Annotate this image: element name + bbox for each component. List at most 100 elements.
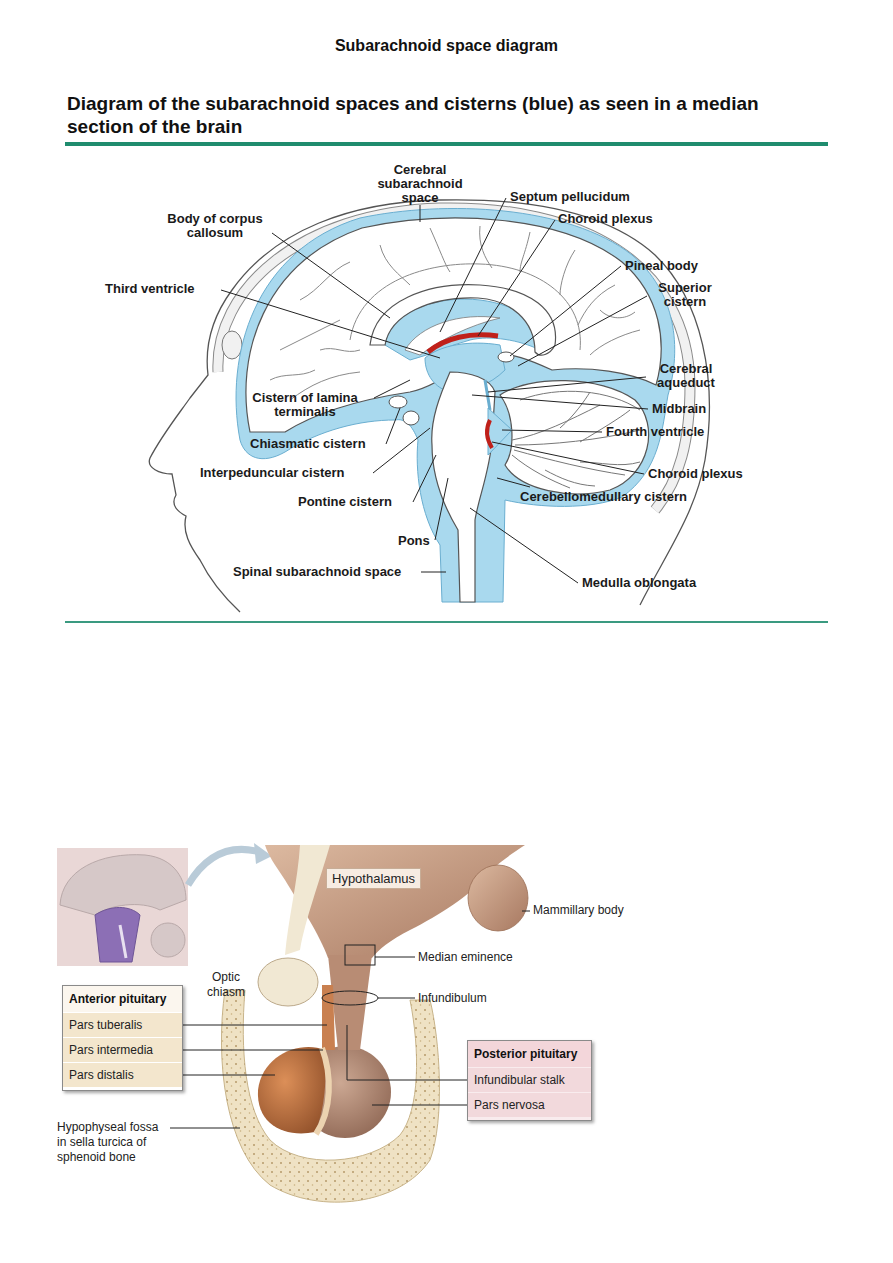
leader-line <box>386 408 400 444</box>
anatomy-label: Choroid plexus <box>648 467 743 481</box>
brain-illustration <box>428 335 498 352</box>
label-text: Pons <box>398 533 430 548</box>
part-name: Pars tuberalis <box>69 1018 142 1032</box>
brain-illustration <box>600 310 635 318</box>
leader-line <box>492 442 644 474</box>
leader-line <box>272 233 390 318</box>
leader-line <box>372 1105 467 1106</box>
anatomy-label: Midbrain <box>652 402 706 416</box>
leader-line <box>472 395 648 409</box>
label-text: Choroid plexus <box>558 211 653 226</box>
brain-illustration <box>560 250 575 295</box>
leader-line <box>413 455 436 502</box>
pituitary-illustration <box>322 985 335 1050</box>
leader-line <box>221 290 440 358</box>
green-rule <box>65 142 828 146</box>
anatomy-label: Pineal body <box>625 259 698 273</box>
anatomy-label: Chiasmatic cistern <box>250 437 366 451</box>
brain-illustration <box>149 200 709 612</box>
anatomy-label: Fourth ventricle <box>606 425 704 439</box>
table-heading: Anterior pituitary <box>63 986 182 1012</box>
label-text: Third ventricle <box>105 281 195 296</box>
label-text: Mammillary body <box>533 903 624 917</box>
part-name: Pars nervosa <box>474 1098 545 1112</box>
brain-illustration <box>512 405 600 440</box>
pituitary-illustration <box>57 848 188 966</box>
leader-line <box>347 1025 467 1080</box>
pituitary-illustration <box>316 1048 329 1134</box>
pituitary-illustration <box>468 865 528 931</box>
label-text: Infundibulum <box>418 991 487 1005</box>
label-text: Cerebellomedullary cistern <box>520 489 687 504</box>
brain-illustration <box>149 200 709 612</box>
label-text: Hypophyseal fossa in sella turcica of sp… <box>57 1120 158 1164</box>
pituitary-illustration <box>328 955 372 1050</box>
leader-line <box>378 998 415 999</box>
brain-illustration <box>498 352 514 362</box>
label-text: Spinal subarachnoid space <box>233 564 401 579</box>
table-row: Pars intermedia <box>63 1038 182 1062</box>
pituitary-illustration <box>57 843 528 1202</box>
anatomy-label: Septum pellucidum <box>510 190 630 204</box>
label-text: Interpeduncular cistern <box>200 465 344 480</box>
pituitary-illustration <box>95 908 140 963</box>
brain-illustration <box>403 411 419 425</box>
part-name: Pars distalis <box>69 1068 134 1082</box>
label-text: Cerebral subarachnoid space <box>377 162 462 205</box>
brain-illustration <box>512 391 640 488</box>
brain-illustration <box>514 450 625 475</box>
pituitary-illustration <box>151 923 185 957</box>
brain-illustration <box>512 455 570 488</box>
diagram-title: Subarachnoid space diagram <box>335 37 558 54</box>
label-text: Septum pellucidum <box>510 189 630 204</box>
anatomy-label: Cistern of lamina terminalis <box>240 391 370 419</box>
anatomy-label: Hypophyseal fossa in sella turcica of sp… <box>57 1120 169 1165</box>
leader-line <box>502 430 602 432</box>
part-table: Anterior pituitaryPars tuberalisPars int… <box>62 985 183 1091</box>
anatomy-label: Cerebral subarachnoid space <box>370 163 470 205</box>
leader-line <box>322 991 378 1005</box>
pituitary-illustration <box>285 845 330 955</box>
brain-illustration <box>560 392 590 428</box>
label-text: Superior cistern <box>658 280 711 309</box>
brain-illustration <box>578 285 615 325</box>
brain-illustration <box>270 370 315 380</box>
label-text: Fourth ventricle <box>606 424 704 439</box>
anatomy-label: Pontine cistern <box>298 495 392 509</box>
leader-line <box>180 1075 275 1076</box>
leader-line <box>221 198 648 583</box>
leader-line <box>420 205 421 222</box>
part-name: Pars intermedia <box>69 1043 153 1057</box>
leader-line <box>373 428 430 473</box>
label-text: Pontine cistern <box>298 494 392 509</box>
label-text: Medulla oblongata <box>582 575 696 590</box>
brain-illustration <box>380 245 410 285</box>
brain-illustration <box>300 262 350 300</box>
brain-illustration <box>432 372 495 602</box>
anatomy-label: Medulla oblongata <box>582 576 696 590</box>
region-name: Hypothalamus <box>332 871 415 886</box>
anatomy-label: Cerebellomedullary cistern <box>520 490 687 504</box>
leader-line <box>180 1025 327 1026</box>
caption-block: Diagram of the subarachnoid spaces and c… <box>67 92 812 138</box>
green-rule <box>65 142 828 623</box>
label-text: Midbrain <box>652 401 706 416</box>
brain-illustration <box>389 396 407 408</box>
pituitary-illustration <box>60 855 186 915</box>
title-block: Subarachnoid space diagram <box>0 36 893 55</box>
brain-illustration <box>485 380 490 410</box>
label-text: Body of corpus callosum <box>167 211 262 240</box>
brain-illustration <box>545 470 595 486</box>
label-text: Median eminence <box>418 950 513 964</box>
brain-illustration <box>488 408 512 455</box>
leader-line <box>488 377 646 392</box>
label-text: Pineal body <box>625 258 698 273</box>
region-label-box: Hypothalamus <box>326 868 421 889</box>
leader-line <box>510 266 621 356</box>
leader-line <box>421 572 446 573</box>
leader-line <box>440 198 506 332</box>
table-heading: Posterior pituitary <box>468 1041 591 1067</box>
leader-line <box>180 1050 323 1051</box>
brain-illustration <box>236 208 675 602</box>
anatomy-label: Choroid plexus <box>558 212 653 226</box>
